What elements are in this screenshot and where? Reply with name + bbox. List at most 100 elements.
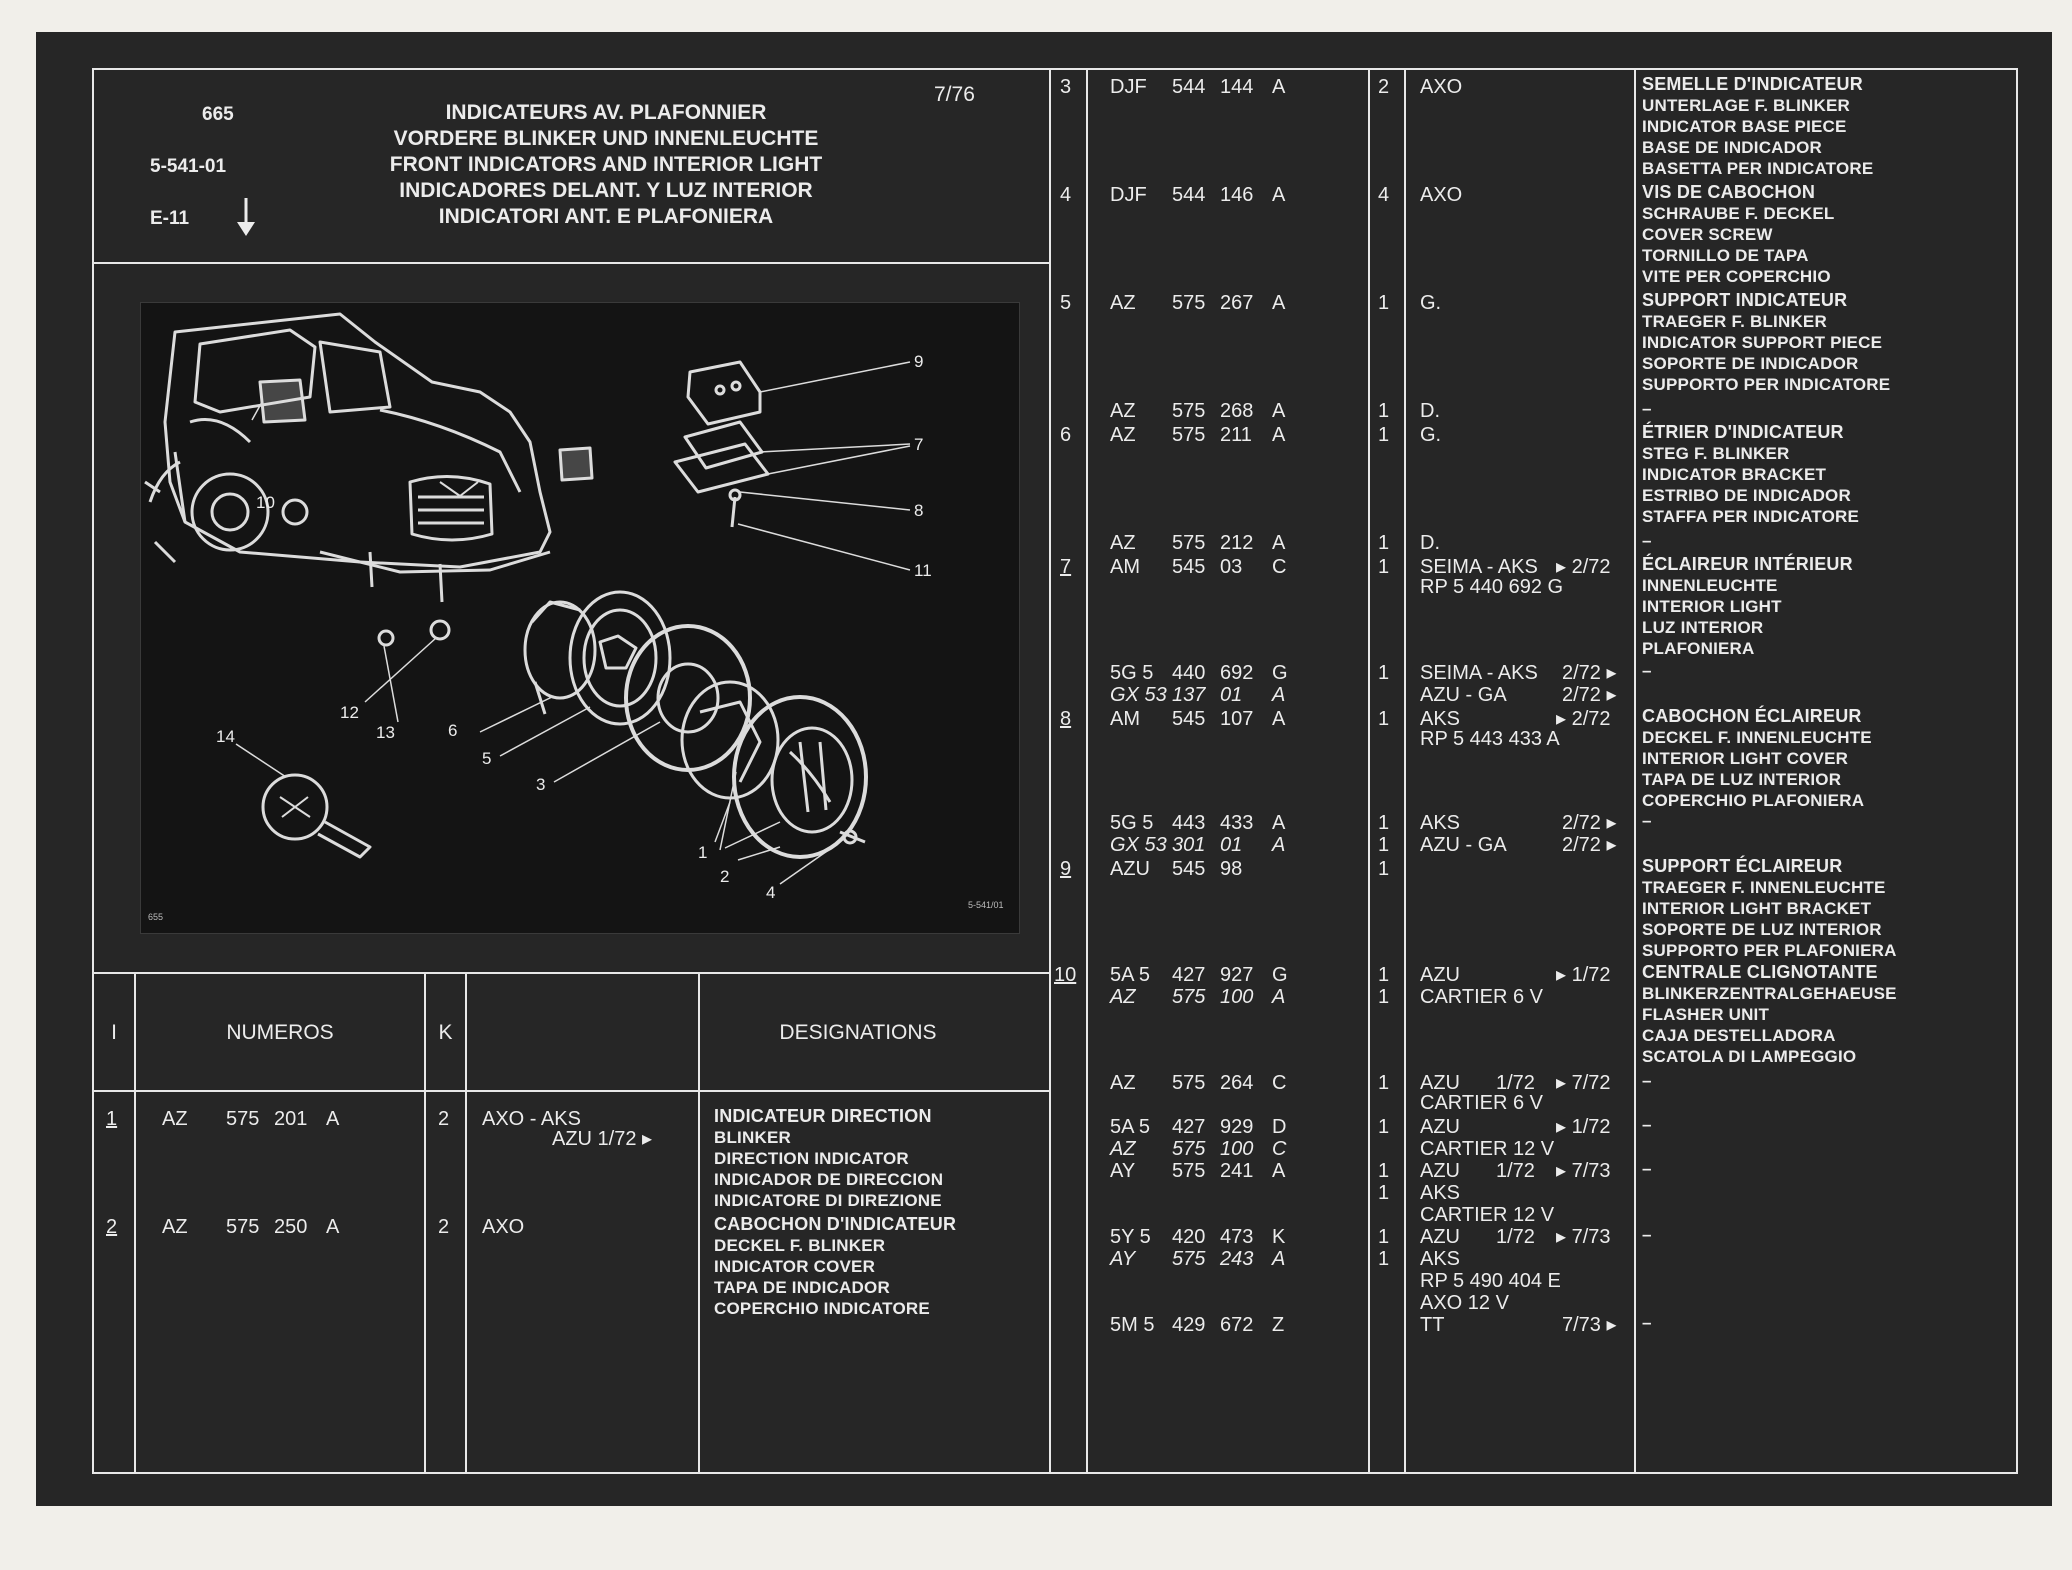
application: 1/72 (1496, 1160, 1535, 1182)
part-group: 440 (1172, 662, 1206, 684)
left-col-app (465, 972, 467, 1472)
part-suffix: A (1272, 184, 1286, 206)
callout-9: 9 (914, 352, 923, 371)
application: RP 5 490 404 E (1420, 1270, 1561, 1292)
down-arrow-icon (237, 198, 255, 236)
item-index: 2 (106, 1216, 118, 1238)
application: 2/72 ▸ (1562, 662, 1617, 684)
part-number: 211 (1220, 424, 1252, 446)
dash: – (1642, 399, 1652, 418)
title-it: INDICATORI ANT. E PLAFONIERA (438, 205, 774, 228)
callout-3: 3 (536, 775, 545, 794)
part-group: 420 (1172, 1226, 1206, 1248)
part-prefix: 5G 5 (1110, 662, 1154, 684)
application: AZU (1420, 964, 1460, 986)
part-prefix: DJF (1110, 184, 1147, 206)
application: 7/73 ▸ (1562, 1314, 1617, 1336)
application: D. (1420, 532, 1440, 554)
engine-code: E-11 (150, 208, 190, 229)
part-group: 575 (226, 1108, 260, 1130)
quantity: 4 (1378, 184, 1390, 206)
part-prefix: AZ (1110, 400, 1136, 422)
dash: – (1642, 531, 1652, 550)
application: AKS (1420, 1248, 1461, 1270)
part-suffix: C (1272, 556, 1287, 578)
part-group: 137 (1172, 684, 1206, 706)
parts-drawing (261, 360, 868, 859)
left-col-i (134, 972, 136, 1472)
part-suffix: A (1272, 532, 1286, 554)
part-group: 575 (1172, 1160, 1206, 1182)
dash: – (1642, 1115, 1652, 1134)
application: CARTIER 6 V (1420, 1092, 1543, 1114)
title-en: FRONT INDICATORS AND INTERIOR LIGHT (389, 153, 823, 176)
left-col-k (424, 972, 426, 1472)
part-number: 473 (1220, 1226, 1254, 1248)
designation: CABOCHON D'INDICATEUR DECKEL F. BLINKER … (714, 1214, 957, 1318)
application: AKS (1420, 1182, 1461, 1204)
part-suffix: G (1272, 964, 1288, 986)
part-suffix: A (1272, 76, 1286, 98)
item-index: 1 (106, 1108, 118, 1130)
frame-right (2016, 68, 2018, 1474)
application: RP 5 443 433 A (1420, 728, 1560, 750)
part-prefix: 5G 5 (1110, 812, 1154, 834)
application: AZU - GA (1420, 834, 1507, 856)
application: 1/72 (1496, 1226, 1535, 1248)
diagram-footer-left: 655 (148, 912, 163, 922)
quantity: 1 (1378, 1226, 1390, 1248)
application: SEIMA - AKS (1420, 556, 1538, 578)
part-number: 100 (1220, 986, 1254, 1008)
leader-lines (235, 361, 911, 885)
callout-6: 6 (448, 721, 457, 740)
part-number: 268 (1220, 400, 1254, 422)
application: AZU - GA (1420, 684, 1507, 706)
item-index-9: 9 (1060, 858, 1072, 880)
part-prefix: AZ (1110, 424, 1136, 446)
quantity: 1 (1378, 708, 1390, 730)
callout-5: 5 (482, 749, 491, 768)
quantity: 1 (1378, 812, 1390, 834)
part-number: 03 (1220, 556, 1243, 578)
application: D. (1420, 400, 1440, 422)
part-prefix: AM (1110, 708, 1140, 730)
dash: – (1642, 1225, 1652, 1244)
application: ▸ 7/72 (1556, 1072, 1611, 1094)
application: AZU (1420, 1226, 1460, 1248)
dash: – (1642, 661, 1652, 680)
part-number: 107 (1220, 708, 1254, 730)
dash: – (1642, 1071, 1652, 1090)
part-group: 575 (1172, 292, 1206, 314)
callout-12: 12 (340, 703, 359, 722)
item-index-8: 8 (1060, 708, 1072, 730)
quantity: 1 (1378, 986, 1390, 1008)
part-number: 212 (1220, 532, 1254, 554)
part-suffix: C (1272, 1138, 1287, 1160)
part-number: 433 (1220, 812, 1254, 834)
part-group: 545 (1172, 858, 1206, 880)
application: RP 5 440 692 G (1420, 576, 1564, 598)
quantity: 1 (1378, 858, 1390, 880)
callout-4: 4 (766, 883, 775, 902)
application: AKS (1420, 812, 1461, 834)
quantity: 1 (1378, 834, 1390, 856)
part-suffix: A (1272, 834, 1286, 856)
part-group: 545 (1172, 708, 1206, 730)
part-suffix: A (1272, 1160, 1286, 1182)
quantity: 1 (1378, 424, 1390, 446)
application: G. (1420, 424, 1442, 446)
part-suffix: G (1272, 662, 1288, 684)
part-prefix: DJF (1110, 76, 1147, 98)
part-number: 146 (1220, 184, 1254, 206)
quantity: 2 (1378, 76, 1390, 98)
part-prefix: 5Y 5 (1110, 1226, 1151, 1248)
part-prefix: AZ (1110, 292, 1136, 314)
right-col-app (1404, 68, 1406, 1472)
part-prefix: AZ (1110, 1138, 1136, 1160)
part-number: 672 (1220, 1314, 1254, 1336)
parts-sheet: 665 5-541-01 E-11 7/76 INDICATEURS AV. P… (36, 32, 2052, 1506)
